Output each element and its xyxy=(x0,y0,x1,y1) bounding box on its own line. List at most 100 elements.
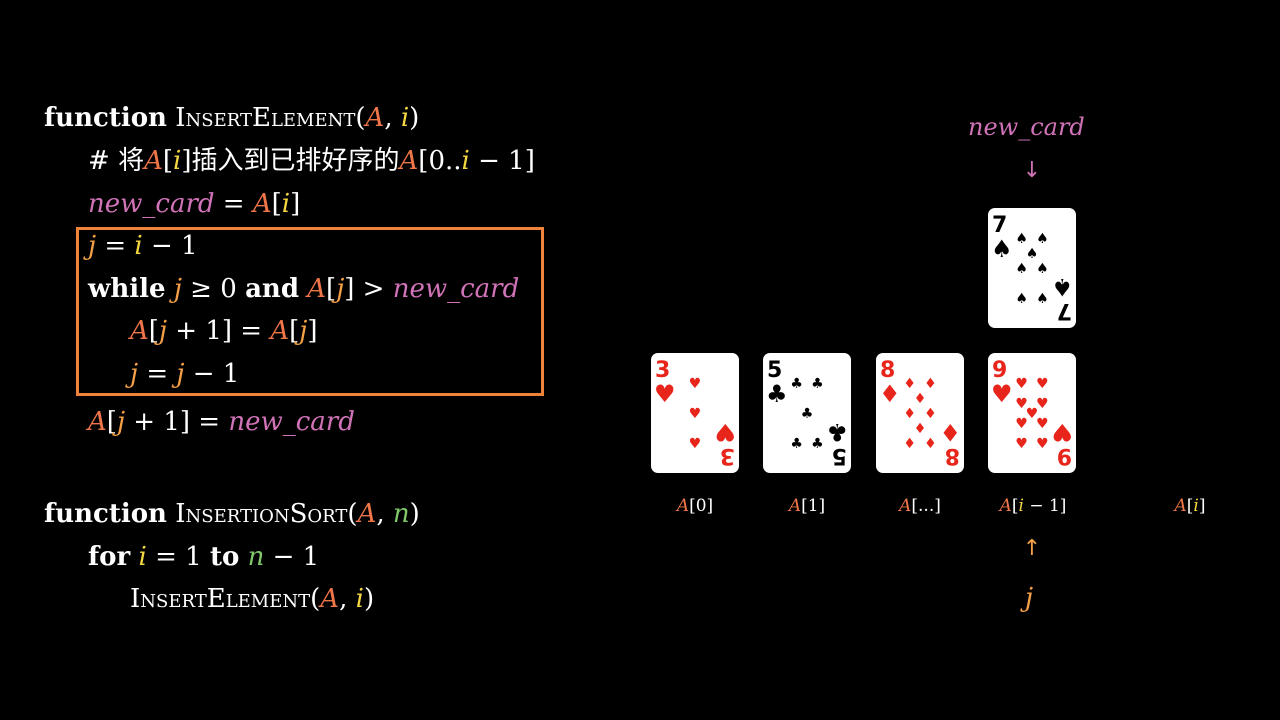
card-corner-bottom: 3♥ xyxy=(714,418,736,468)
var-j: j xyxy=(173,274,182,304)
club-icon: ♣ xyxy=(766,380,788,408)
diamond-pip-icon: ♦ xyxy=(914,391,927,407)
var-j: j xyxy=(336,274,345,304)
var-new-card: new_card xyxy=(88,189,215,219)
comment-text-1: 将 xyxy=(118,146,145,176)
param-A: A xyxy=(365,103,385,133)
var-i: i xyxy=(281,189,291,219)
spade-pip-icon: ♠ xyxy=(1015,261,1028,277)
card-3: 9♥9♥♥♥♥♥♥♥♥♥♥ xyxy=(988,353,1076,473)
club-icon: ♣ xyxy=(826,418,848,446)
diamond-icon: ♦ xyxy=(939,418,961,446)
var-n: n xyxy=(247,542,265,572)
card-rank: 3 xyxy=(655,358,670,383)
card-corner-bottom: 9♥ xyxy=(1051,418,1073,468)
card-corner-bottom: 8♦ xyxy=(939,418,961,468)
spade-icon: ♠ xyxy=(1051,273,1073,301)
label-open: [ xyxy=(1186,496,1194,516)
heart-pip-icon: ♥ xyxy=(1036,416,1049,432)
call-line: InsertElement(A, i) xyxy=(130,584,375,614)
label-index: [0] xyxy=(689,496,714,516)
function-call-insert-element: InsertElement xyxy=(130,584,311,614)
var-new-card: new_card xyxy=(392,274,520,304)
label-i: i xyxy=(1193,496,1199,516)
while-line: while j ≥ 0 and A[j] > new_card xyxy=(88,274,520,304)
comment-A: A xyxy=(144,146,163,176)
label-close: − 1] xyxy=(1023,496,1067,516)
comment-i: i xyxy=(173,146,182,176)
var-A: A xyxy=(88,407,107,437)
var-A: A xyxy=(307,274,327,304)
var-A: A xyxy=(270,316,290,346)
insert-line: A[j + 1] = new_card xyxy=(88,407,355,437)
keyword-to: to xyxy=(209,542,240,572)
index-label-1: A[1] xyxy=(767,496,847,516)
plus-one: + 1 xyxy=(125,407,180,437)
diamond-pip-icon: ♦ xyxy=(903,376,916,392)
heart-pip-icon: ♥ xyxy=(1026,406,1039,422)
up-arrow-icon: ↑ xyxy=(1022,536,1042,561)
var-j: j xyxy=(88,231,97,261)
param-i: i xyxy=(400,103,410,133)
club-pip-icon: ♣ xyxy=(790,436,803,452)
index-label-dots: A[...] xyxy=(880,496,960,516)
heart-icon: ♥ xyxy=(1051,418,1073,446)
new-card-assignment: new_card = A[i] xyxy=(88,189,301,219)
param-A: A xyxy=(357,499,377,529)
comment-A2: A xyxy=(399,146,419,176)
card-rank: 9 xyxy=(1057,443,1072,468)
card-rank: 5 xyxy=(767,358,782,383)
heart-pip-icon: ♥ xyxy=(689,376,702,392)
card-rank: 7 xyxy=(992,213,1007,238)
heart-icon: ♥ xyxy=(714,418,736,446)
spade-pip-icon: ♠ xyxy=(1015,231,1028,247)
label-index: [...] xyxy=(911,496,941,516)
spade-icon: ♠ xyxy=(991,235,1013,263)
index-label-i: A[i] xyxy=(1150,496,1230,516)
label-close: ] xyxy=(1198,496,1206,516)
one: 1 xyxy=(185,542,202,572)
j-pointer-label: j xyxy=(1025,583,1034,613)
label-A: A xyxy=(1174,496,1187,516)
heart-pip-icon: ♥ xyxy=(689,436,702,452)
spade-pip-icon: ♠ xyxy=(1026,246,1039,262)
diamond-pip-icon: ♦ xyxy=(903,406,916,422)
diamond-pip-icon: ♦ xyxy=(924,406,937,422)
minus-one: − 1 xyxy=(142,231,198,261)
shift-line: A[j + 1] = A[j] xyxy=(130,316,318,346)
comment-line: # 将A[i]插入到已排好序的A[0..i − 1] xyxy=(88,146,535,176)
diamond-pip-icon: ♦ xyxy=(903,436,916,452)
heart-pip-icon: ♥ xyxy=(1036,376,1049,392)
var-j: j xyxy=(158,316,167,346)
card-rank: 7 xyxy=(1057,298,1072,323)
card-0: 3♥3♥♥♥♥ xyxy=(651,353,739,473)
spade-pip-icon: ♠ xyxy=(1036,231,1049,247)
diamond-pip-icon: ♦ xyxy=(924,376,937,392)
keyword-function: function xyxy=(44,103,167,133)
zero: 0 xyxy=(220,274,237,304)
card-rank: 8 xyxy=(945,443,960,468)
down-arrow-icon: ↓ xyxy=(1022,158,1042,183)
card-face: 8♦8♦♦♦♦♦♦♦♦♦ xyxy=(879,358,961,468)
heart-pip-icon: ♥ xyxy=(1036,396,1049,412)
heart-pip-icon: ♥ xyxy=(1015,396,1028,412)
var-new-card: new_card xyxy=(228,407,355,437)
keyword-for: for xyxy=(88,542,131,572)
card-rank: 5 xyxy=(832,443,847,468)
plus-one: + 1 xyxy=(167,316,222,346)
comment-range: 0.. xyxy=(428,146,462,176)
heart-pip-icon: ♥ xyxy=(1036,436,1049,452)
var-A: A xyxy=(130,316,149,346)
card-face: 3♥3♥♥♥♥ xyxy=(654,358,736,468)
comment-text-2: 插入到已排好序的 xyxy=(191,146,400,176)
comment-minus-one: − 1 xyxy=(469,146,525,176)
card-face: 7♠7♠♠♠♠♠♠♠♠ xyxy=(991,213,1073,323)
for-line: for i = 1 to n − 1 xyxy=(88,542,320,572)
insertion-sort-signature: function InsertionSort(A, n) xyxy=(44,499,420,529)
label-A: A xyxy=(999,496,1012,516)
new-card-label: new_card xyxy=(968,113,1085,141)
card-1: 5♣5♣♣♣♣♣♣ xyxy=(763,353,851,473)
card-corner-bottom: 5♣ xyxy=(826,418,848,468)
heart-pip-icon: ♥ xyxy=(689,406,702,422)
label-A: A xyxy=(899,496,912,516)
